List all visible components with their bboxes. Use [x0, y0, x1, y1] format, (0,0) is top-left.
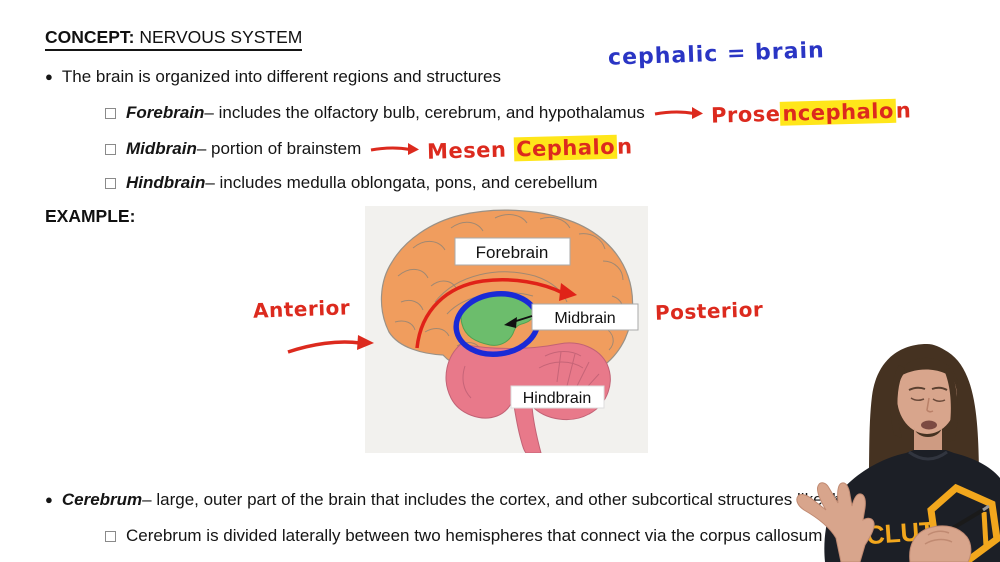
square-bullet-icon [105, 530, 116, 542]
anterior-arrow-icon [287, 335, 374, 354]
prosencephalon-highlight: ncephalo [779, 98, 896, 126]
cerebrum-sub-text: Cerebrum is divided laterally between tw… [126, 526, 823, 545]
bullet-icon: ● [45, 492, 53, 507]
presenter-neck [914, 428, 942, 456]
presenter-features [908, 386, 948, 430]
shirt-hexagon-logo-icon [927, 483, 1000, 562]
cerebrum-sub-line: Cerebrum is divided laterally between tw… [105, 526, 822, 546]
midbrain-desc: – portion of brainstem [196, 139, 362, 158]
red-arrow-icon [371, 143, 420, 155]
prosencephalon-annotation: Prosencephalon [710, 98, 912, 128]
square-bullet-icon [105, 143, 116, 155]
intro-bullet-line: ● The brain is organized into different … [45, 67, 501, 87]
cephalic-note: cephalic = brain [607, 38, 826, 71]
forebrain-label: Forebrain [476, 243, 549, 262]
forebrain-label-box: Forebrain [454, 237, 571, 266]
anterior-annotation: Anterior [252, 295, 351, 323]
posterior-annotation: Posterior [654, 297, 764, 325]
presenter-right-hand [909, 525, 972, 562]
presenter: CLUT [796, 344, 1000, 562]
brain-diagram: Forebrain Midbrain Hindbrain [365, 206, 648, 453]
midbrain-label: Midbrain [554, 310, 615, 327]
cerebellum-folds [462, 351, 600, 399]
midbrain-line: Midbrain – portion of brainstem Mesen Ce… [105, 133, 633, 165]
hindbrain-label: Hindbrain [523, 390, 591, 407]
presenter-collar [908, 450, 948, 461]
midbrain-label-box: Midbrain [531, 303, 639, 331]
square-bullet-icon [105, 177, 116, 189]
forebrain-line: Forebrain – includes the olfactory bulb,… [105, 97, 911, 129]
hindbrain-desc: – includes medulla oblongata, pons, and … [205, 173, 598, 192]
presenter-hair-left [890, 365, 905, 438]
right-hand-finger-lines [924, 530, 953, 545]
square-bullet-icon [105, 107, 116, 119]
forebrain-term: Forebrain [126, 103, 205, 122]
red-arrow-icon [654, 107, 703, 119]
cerebrum-line: ● Cerebrum – large, outer part of the br… [45, 490, 841, 510]
cerebrum-term: Cerebrum [61, 490, 143, 509]
midbrain-term: Midbrain [126, 139, 197, 158]
midbrain-pointer-arrow [504, 315, 533, 328]
concept-label: CONCEPT: [45, 27, 135, 47]
bullet-icon: ● [45, 69, 53, 84]
page-title: CONCEPT: NERVOUS SYSTEM [45, 27, 303, 51]
mesencephalon-highlight: Cephalo [514, 134, 618, 162]
hindbrain-label-box: Hindbrain [510, 385, 605, 409]
presenter-hair-right [944, 368, 958, 442]
forebrain-desc: – includes the olfactory bulb, cerebrum,… [204, 103, 645, 122]
hindbrain-term: Hindbrain [126, 173, 206, 192]
concept-title: NERVOUS SYSTEM [134, 27, 303, 47]
example-heading: EXAMPLE: [45, 206, 136, 226]
mesencephalon-annotation: Mesen Cephalon [426, 134, 634, 164]
presenter-face [897, 360, 957, 434]
presenter-hair-fringe [897, 357, 958, 384]
hindbrain-line: Hindbrain – includes medulla oblongata, … [105, 170, 598, 196]
red-curve-arrow [415, 278, 577, 349]
presenter-left-hand [796, 482, 875, 562]
cerebrum-desc: – large, outer part of the brain that in… [142, 490, 842, 509]
intro-bullet-text: The brain is organized into different re… [61, 67, 501, 86]
